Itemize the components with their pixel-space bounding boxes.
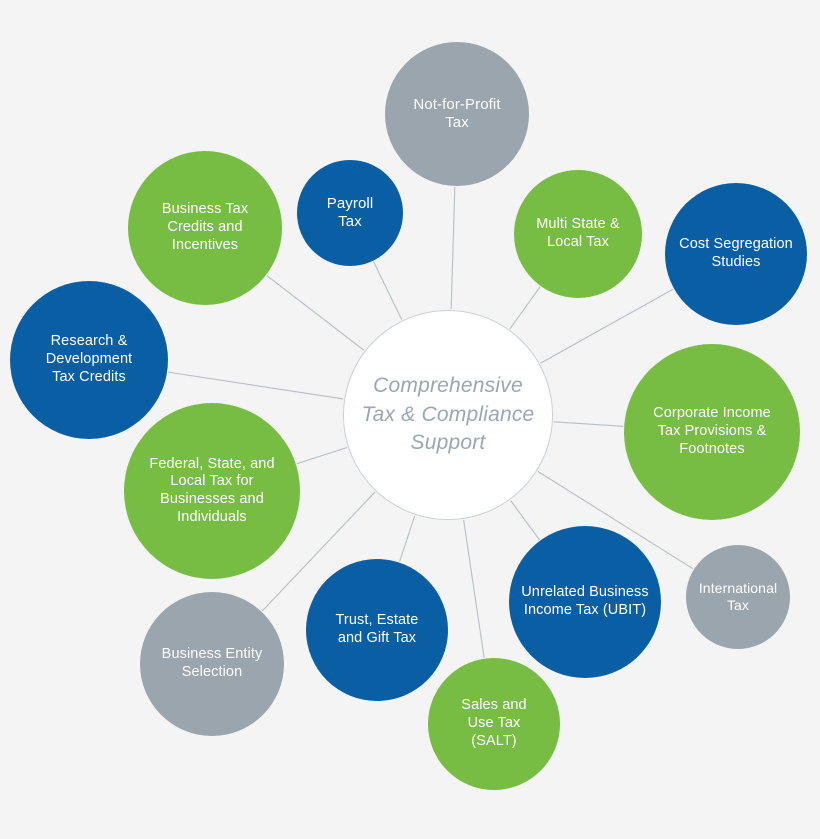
connector-line-not-for-profit-tax: [450, 186, 456, 310]
node-label-business-entity-selection: Business Entity Selection: [161, 646, 263, 680]
node-federal-state-local-tax[interactable]: Federal, State, and Local Tax for Busine…: [124, 403, 300, 579]
connector-line-cost-segregation-studies: [540, 288, 674, 364]
node-label-trust-estate-and-gift-tax: Trust, Estate and Gift Tax: [335, 612, 419, 646]
node-cost-segregation-studies[interactable]: Cost Segregation Studies: [665, 183, 807, 325]
center-hub: Comprehensive Tax & Compliance Support: [343, 310, 553, 520]
node-label-business-tax-credits-and-incentives: Business Tax Credits and Incentives: [161, 201, 249, 253]
node-trust-estate-and-gift-tax[interactable]: Trust, Estate and Gift Tax: [306, 559, 448, 701]
node-sales-and-use-tax[interactable]: Sales and Use Tax (SALT): [428, 658, 560, 790]
node-label-sales-and-use-tax: Sales and Use Tax (SALT): [461, 697, 527, 749]
node-payroll-tax[interactable]: Payroll Tax: [297, 160, 403, 266]
node-label-payroll-tax: Payroll Tax: [326, 194, 374, 230]
connector-line-research-development-tax-credits: [167, 371, 344, 400]
connector-line-trust-estate-and-gift-tax: [399, 515, 416, 562]
node-not-for-profit-tax[interactable]: Not-for-Profit Tax: [385, 42, 529, 186]
connector-line-unrelated-business-income-tax: [510, 500, 540, 541]
node-label-not-for-profit-tax: Not-for-Profit Tax: [413, 95, 501, 131]
node-international-tax[interactable]: International Tax: [686, 545, 790, 649]
node-research-development-tax-credits[interactable]: Research & Development Tax Credits: [10, 281, 168, 439]
connector-line-payroll-tax: [373, 261, 403, 320]
node-label-corporate-income-tax-provisions-footnotes: Corporate Income Tax Provisions & Footno…: [653, 405, 771, 457]
node-multi-state-local-tax[interactable]: Multi State & Local Tax: [514, 170, 642, 298]
connector-line-multi-state-local-tax: [509, 286, 541, 330]
connector-line-sales-and-use-tax: [463, 519, 485, 658]
connector-line-federal-state-local-tax: [296, 446, 348, 465]
node-unrelated-business-income-tax[interactable]: Unrelated Business Income Tax (UBIT): [509, 526, 661, 678]
node-label-federal-state-local-tax: Federal, State, and Local Tax for Busine…: [149, 455, 275, 525]
node-business-entity-selection[interactable]: Business Entity Selection: [140, 592, 284, 736]
node-label-international-tax: International Tax: [698, 579, 778, 613]
node-label-multi-state-local-tax: Multi State & Local Tax: [536, 216, 620, 250]
connector-line-business-tax-credits-and-incentives: [266, 275, 365, 351]
node-label-cost-segregation-studies: Cost Segregation Studies: [679, 236, 793, 270]
node-label-unrelated-business-income-tax: Unrelated Business Income Tax (UBIT): [521, 584, 649, 618]
node-label-research-development-tax-credits: Research & Development Tax Credits: [45, 333, 133, 385]
node-business-tax-credits-and-incentives[interactable]: Business Tax Credits and Incentives: [128, 151, 282, 305]
center-hub-label: Comprehensive Tax & Compliance Support: [361, 374, 535, 455]
connector-line-corporate-income-tax-provisions-footnotes: [553, 421, 624, 427]
node-corporate-income-tax-provisions-footnotes[interactable]: Corporate Income Tax Provisions & Footno…: [624, 344, 800, 520]
